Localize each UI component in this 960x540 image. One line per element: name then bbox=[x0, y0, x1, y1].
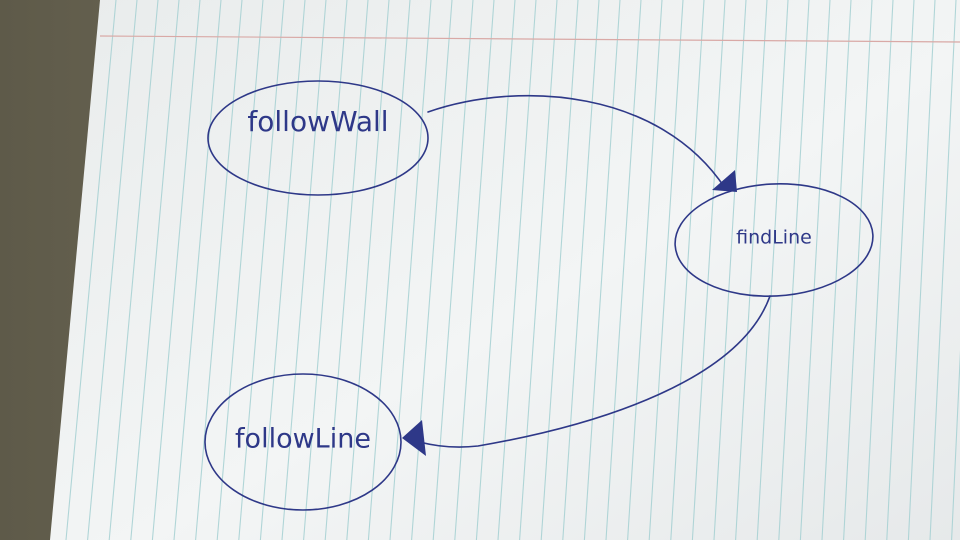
rule-line bbox=[886, 0, 915, 540]
rule-line bbox=[583, 0, 621, 540]
rule-line bbox=[929, 0, 957, 540]
node-followLine bbox=[204, 373, 402, 511]
rule-line bbox=[497, 0, 537, 540]
rule-line bbox=[519, 0, 558, 540]
node-label-findLine: findLine bbox=[736, 227, 812, 249]
rule-line bbox=[540, 0, 579, 540]
rule-lines bbox=[65, 0, 960, 540]
arrowhead-to-followLine bbox=[402, 420, 426, 456]
rule-line bbox=[216, 0, 264, 540]
rule-line bbox=[389, 0, 432, 540]
rule-line bbox=[324, 0, 369, 540]
rule-line bbox=[151, 0, 201, 540]
rule-line bbox=[778, 0, 810, 540]
rule-line bbox=[259, 0, 306, 540]
margin-line bbox=[99, 35, 960, 43]
node-followWall bbox=[207, 80, 429, 196]
rule-line bbox=[238, 0, 285, 540]
rule-line bbox=[864, 0, 894, 540]
rule-line bbox=[735, 0, 768, 540]
rule-line bbox=[907, 0, 936, 540]
rule-line bbox=[951, 349, 960, 540]
rule-line bbox=[108, 0, 159, 540]
edge-findLine-to-followLine bbox=[407, 295, 771, 448]
rule-line bbox=[691, 0, 726, 540]
rule-line bbox=[821, 0, 852, 540]
rule-line bbox=[799, 0, 831, 540]
rule-line bbox=[195, 0, 243, 540]
node-findLine bbox=[674, 183, 874, 297]
rule-line bbox=[605, 0, 642, 540]
rule-line bbox=[173, 0, 222, 540]
node-label-followWall: followWall bbox=[247, 105, 388, 138]
rule-line bbox=[130, 0, 180, 540]
rule-line bbox=[87, 0, 138, 540]
paper-sheet bbox=[50, 0, 960, 540]
edge-followWall-to-findLine bbox=[427, 94, 726, 189]
rule-line bbox=[843, 0, 873, 540]
rule-line bbox=[367, 0, 411, 540]
rule-line bbox=[756, 0, 789, 540]
rule-line bbox=[303, 0, 348, 540]
node-label-followLine: followLine bbox=[235, 424, 371, 455]
rule-line bbox=[713, 0, 747, 540]
rule-line bbox=[346, 0, 390, 540]
rule-line bbox=[65, 0, 117, 540]
rule-line bbox=[475, 0, 516, 540]
rule-line bbox=[454, 0, 495, 540]
arrowhead-to-findLine bbox=[712, 170, 737, 192]
rule-line bbox=[627, 0, 663, 540]
rule-line bbox=[648, 0, 684, 540]
rule-line bbox=[432, 0, 474, 540]
rule-line bbox=[562, 0, 600, 540]
rule-line bbox=[281, 0, 327, 540]
